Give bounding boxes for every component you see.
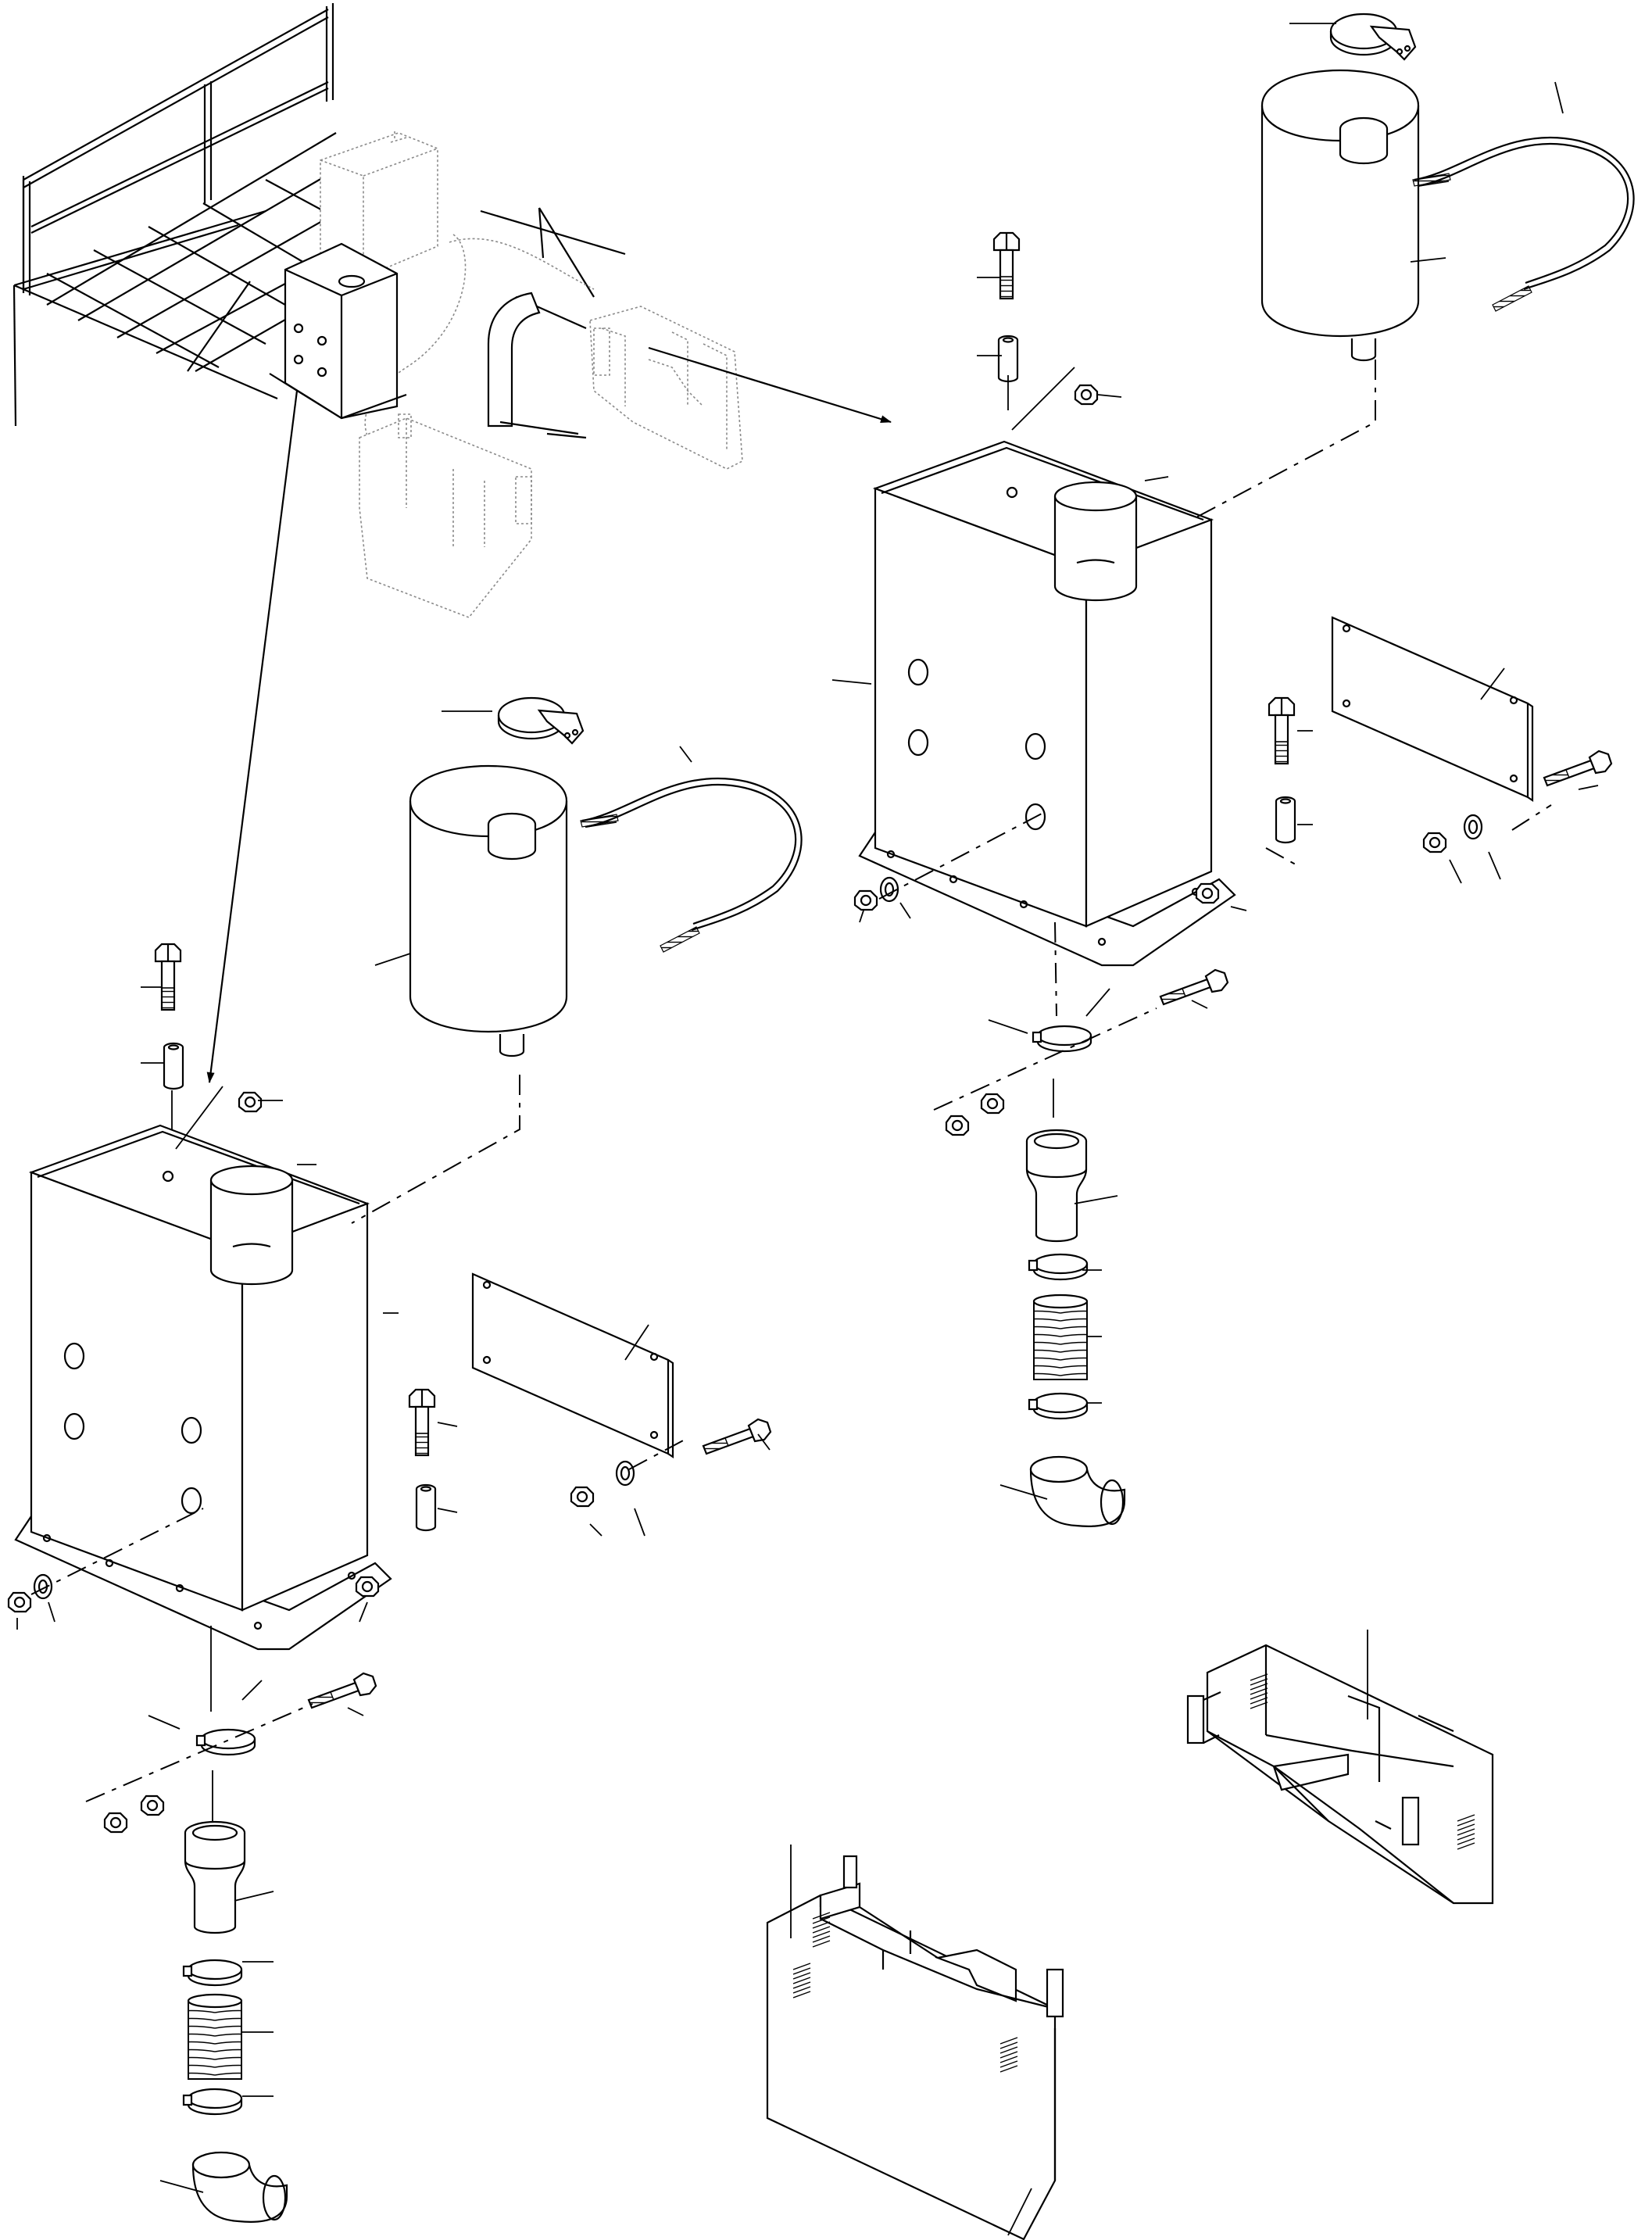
left-spacer-side [415,1483,437,1532]
left-reducer-pipe [184,1820,246,1934]
right-clamp-ring [1032,1025,1092,1053]
left-nut-front [7,1591,32,1613]
ghost-enclosure-right [589,306,743,470]
right-nut-flange [1195,882,1220,904]
left-clamp-ring [195,1728,256,1756]
right-clamp-nut-a [980,1093,1005,1115]
left-bellows [187,1993,243,2081]
left-spacer-top [163,1042,184,1090]
left-muffler [409,764,568,1057]
right-hose-clamp-lower [1028,1392,1089,1420]
left-clamp-bolt [307,1672,377,1709]
right-nut-plate [1422,832,1447,853]
left-hose-clamp-upper [182,1959,243,1987]
left-rain-cap [497,696,585,745]
left-enclosure-box [14,1124,392,1651]
left-bolt-side [408,1388,436,1457]
service-enclosure-right [1186,1630,1494,1905]
left-clamp-nut-a [140,1795,165,1816]
right-muffler [1260,69,1420,362]
left-washer-front [33,1573,53,1600]
left-nut-plate [355,1576,380,1598]
right-bolt-side [1268,696,1296,765]
right-spacer-side [1275,796,1296,844]
right-clamp-bolt [1159,968,1229,1006]
right-washer-front [879,876,899,903]
right-hose-clamp-upper [1028,1253,1089,1281]
right-plate-bolt [1543,750,1613,787]
left-nut-top [238,1091,263,1113]
right-enclosure-box [858,440,1236,967]
right-elbow [1029,1455,1126,1527]
left-cover-plate [471,1272,674,1458]
left-nut-plate-2 [570,1486,595,1508]
right-cover-plate [1331,616,1534,802]
right-reducer-pipe [1025,1129,1088,1243]
right-clamp-nut-b [945,1115,970,1136]
left-flexible-cable [579,777,803,954]
right-washer-plate [1463,814,1483,840]
left-hose-clamp-lower [182,2088,243,2116]
right-rain-cap [1329,13,1417,61]
right-bellows [1032,1294,1089,1381]
ghost-enclosure-left [359,413,532,618]
left-clamp-nut-b [103,1812,128,1834]
platform-scene [13,3,892,1083]
left-elbow [191,2151,288,2223]
right-spacer-top [997,335,1019,383]
right-assembly [831,13,1635,1527]
left-bolt-top [154,943,182,1011]
right-bolt-top [992,231,1021,300]
right-nut-top [1074,384,1099,406]
left-assembly [7,696,803,2223]
right-nut-front [853,889,878,911]
left-washer-plate [615,1460,635,1487]
service-enclosure-left [766,1845,1064,2240]
right-flexible-cable [1411,136,1635,313]
